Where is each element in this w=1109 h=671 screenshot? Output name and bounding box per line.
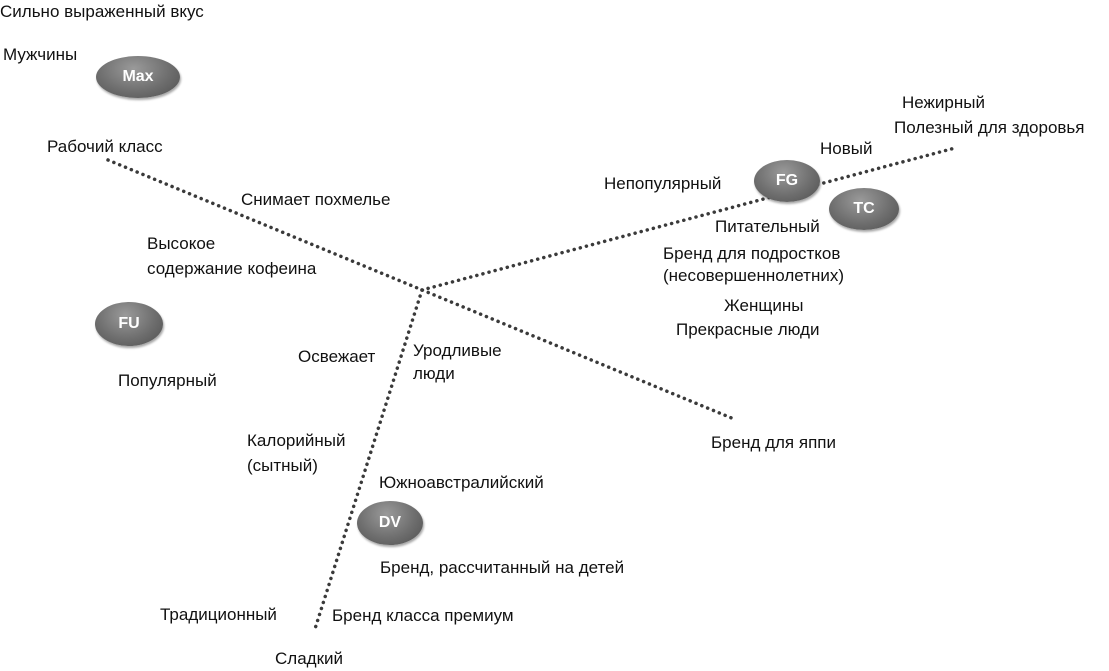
brand-fg: FG: [754, 160, 820, 202]
brand-dv: DV: [357, 501, 423, 545]
attr-working-class: Рабочий класс: [47, 137, 163, 156]
brand-fu: FU: [95, 302, 163, 346]
attr-calorie-line1: Калорийный: [247, 431, 346, 450]
attr-premium: Бренд класса премиум: [332, 606, 514, 625]
attr-popular: Популярный: [118, 371, 217, 390]
attr-ugly-line1: Уродливые: [413, 341, 502, 360]
brand-max: Max: [96, 56, 180, 98]
attr-women: Женщины: [724, 296, 804, 315]
attr-teen-line1: Бренд для подростков: [663, 244, 841, 263]
attr-unpopular: Непопулярный: [604, 174, 722, 193]
attr-sweet: Сладкий: [275, 649, 343, 668]
attr-healthy: Полезный для здоровья: [894, 118, 1085, 137]
attr-traditional: Традиционный: [160, 605, 277, 624]
attr-ugly-line2: люди: [413, 364, 455, 383]
brand-tc-label: TC: [853, 200, 875, 217]
attr-strong-taste: Сильно выраженный вкус: [0, 2, 204, 21]
brand-dv-label: DV: [378, 514, 402, 531]
attr-hangover: Снимает похмелье: [241, 190, 391, 209]
brand-tc: TC: [829, 188, 899, 230]
attr-kids-brand: Бренд, рассчитанный на детей: [380, 558, 625, 577]
attr-teen-line2: (несовершеннолетних): [663, 266, 844, 285]
attr-yuppie: Бренд для яппи: [711, 433, 836, 452]
attr-caffeine-line2: содержание кофеина: [147, 259, 317, 278]
brand-fu-label: FU: [118, 315, 140, 332]
attr-beautiful: Прекрасные люди: [676, 320, 820, 339]
attr-caffeine-line1: Высокое: [147, 234, 216, 253]
attr-calorie-line2: (сытный): [247, 456, 318, 475]
axis-sweet-line: [312, 288, 424, 634]
attr-refreshes: Освежает: [298, 347, 376, 366]
axis-health-line: [420, 146, 957, 292]
attr-south-australian: Южноавстралийский: [379, 473, 544, 492]
brand-max-label: Max: [122, 68, 154, 85]
attr-new: Новый: [820, 139, 873, 158]
brand-fg-label: FG: [775, 172, 799, 189]
attr-low-fat: Нежирный: [902, 93, 985, 112]
attr-men: Мужчины: [3, 45, 78, 64]
attr-nutritious: Питательный: [715, 217, 820, 236]
